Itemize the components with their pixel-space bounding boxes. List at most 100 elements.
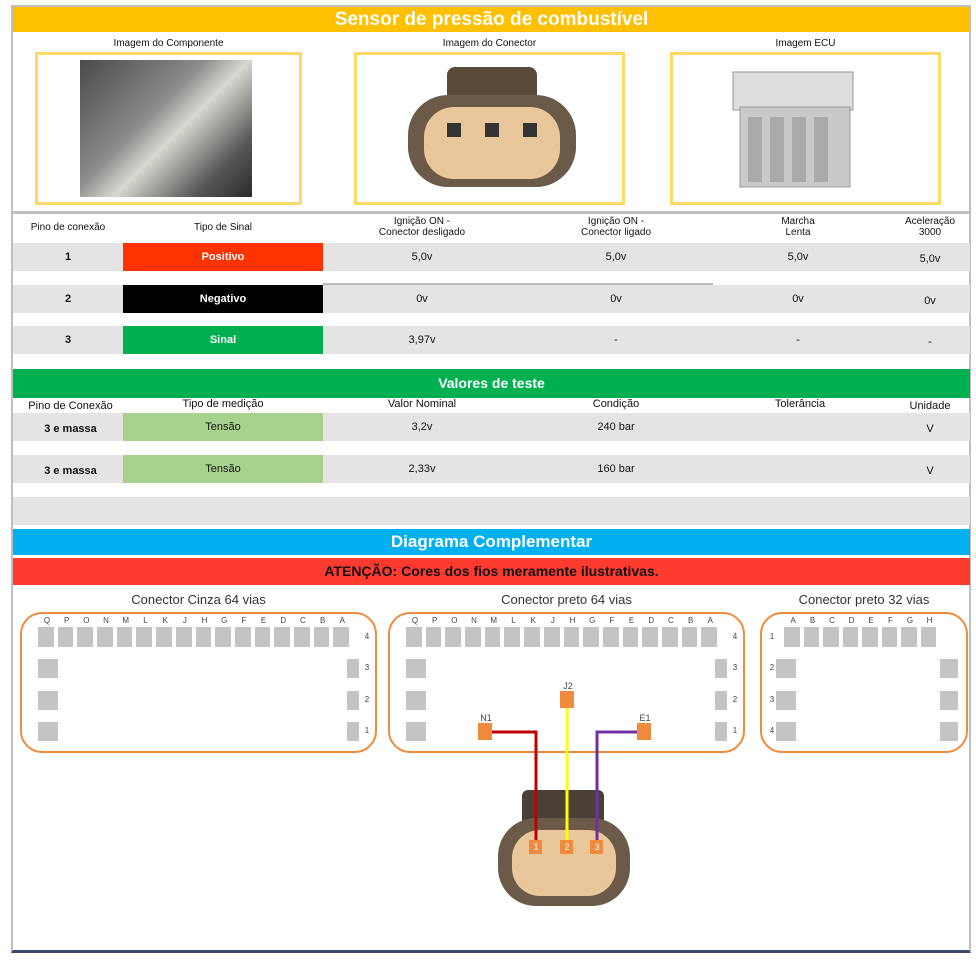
- pin-column-label: C: [829, 616, 835, 625]
- pin: [313, 627, 330, 647]
- pin-row-label: 4: [364, 632, 370, 641]
- pin-column-label: H: [926, 616, 933, 625]
- pin-label: N1: [480, 713, 492, 723]
- divider: [13, 211, 970, 214]
- nominal-value: 3,2v: [411, 421, 433, 433]
- pin: [406, 691, 426, 710]
- condition-value: 160 bar: [597, 463, 635, 475]
- voltage-value: 0v: [610, 293, 622, 305]
- th-measure-type: Tipo de medição: [182, 398, 264, 410]
- pin: [715, 691, 727, 710]
- nominal-value: 2,33v: [408, 463, 436, 475]
- pin-column-label: A: [707, 616, 713, 625]
- pin-row-label: 2: [769, 663, 775, 672]
- connector-title: Conector Cinza 64 vias: [131, 592, 266, 607]
- component-image-label: Imagem do Componente: [113, 38, 224, 49]
- ecu-photo: [732, 71, 854, 188]
- voltage-value: 5,0v: [787, 251, 809, 263]
- th-condition: Condição: [592, 398, 640, 410]
- pin-column-label: F: [241, 616, 247, 625]
- pin: [563, 627, 580, 647]
- pin: [156, 627, 172, 647]
- connector-image-label: Imagem do Conector: [442, 38, 537, 49]
- th-idle: Marcha Lenta: [781, 216, 815, 238]
- pin: [445, 627, 462, 647]
- pin-column-label: K: [530, 616, 536, 625]
- pin: [274, 627, 290, 647]
- pin-column-label: Q: [411, 616, 419, 625]
- pin-row-label: 2: [732, 695, 738, 704]
- pin: [175, 627, 192, 647]
- measure-type: Tensão: [123, 455, 323, 483]
- voltage-value: 5,0v: [605, 251, 627, 263]
- pin: [543, 627, 560, 647]
- pin: [701, 627, 717, 647]
- pin-column-label: N: [103, 616, 109, 625]
- pin: [254, 627, 271, 647]
- pin-column-label: E: [868, 616, 874, 625]
- th-nominal: Valor Nominal: [387, 398, 457, 410]
- pin: [38, 691, 58, 710]
- sensor-pin-number: 2: [564, 842, 570, 852]
- pin-column-label: L: [143, 616, 148, 625]
- pin-row-label: 2: [364, 695, 370, 704]
- pin: [940, 722, 958, 741]
- pin-column-label: J: [182, 616, 187, 625]
- tolerance-value: [740, 455, 860, 483]
- connector-photo: [408, 67, 576, 187]
- pin: [77, 627, 94, 647]
- pin: [823, 627, 839, 647]
- voltage-value: 3,97v: [408, 334, 436, 346]
- signal-type-badge: Negativo: [123, 285, 323, 313]
- pin: [940, 691, 958, 710]
- pin-column-label: O: [83, 616, 90, 625]
- pin-column-label: G: [589, 616, 596, 625]
- pin-column-label: K: [162, 616, 168, 625]
- pin-column-label: M: [490, 616, 498, 625]
- pin: [524, 627, 540, 647]
- color-warning: ATENÇÃO: Cores dos fios meramente ilustr…: [13, 558, 970, 585]
- unit-value: V: [926, 465, 934, 477]
- pin-column-label: F: [888, 616, 893, 625]
- condition-value: 240 bar: [597, 421, 635, 433]
- voltage-value: 0v: [924, 295, 936, 307]
- pin-column-label: Q: [43, 616, 51, 625]
- pin-column-label: P: [432, 616, 438, 625]
- measure-type: Tensão: [123, 413, 323, 441]
- pin: [622, 627, 639, 647]
- pin-column-label: D: [648, 616, 655, 625]
- pin: [215, 627, 231, 647]
- pin-row-label: 1: [364, 726, 370, 735]
- pin: [776, 691, 796, 710]
- ecu-image-label: Imagem ECU: [775, 38, 836, 49]
- empty-row: [13, 497, 970, 525]
- connector-image-frame: [354, 52, 625, 205]
- pin: [602, 627, 619, 647]
- pin: [715, 722, 727, 741]
- pin-column-label: M: [122, 616, 130, 625]
- connector-title: Conector preto 32 vias: [798, 592, 930, 607]
- pin-column-label: F: [609, 616, 615, 625]
- pin-row-label: 4: [769, 726, 775, 735]
- ecu-image-frame: [670, 52, 941, 205]
- pin-column-label: G: [906, 616, 914, 625]
- test-pin: 3 e massa: [44, 465, 97, 477]
- signal-type-badge: Positivo: [123, 243, 323, 271]
- pin-number: 2: [64, 293, 72, 305]
- pin: [406, 627, 422, 647]
- pin-column-label: L: [511, 616, 516, 625]
- pin: [136, 627, 153, 647]
- pin-column-label: A: [790, 616, 796, 625]
- voltage-value: 5,0v: [919, 253, 941, 265]
- pin: [97, 627, 113, 647]
- pin: [484, 627, 501, 647]
- pin: [116, 627, 133, 647]
- sensor-pin-number: 3: [594, 842, 600, 852]
- th-test-pin: Pino de Conexão: [28, 400, 113, 412]
- pin-column-label: G: [221, 616, 228, 625]
- pin-row-label: 4: [732, 632, 738, 641]
- tolerance-value: [740, 413, 860, 441]
- pin-label: E1: [639, 713, 651, 723]
